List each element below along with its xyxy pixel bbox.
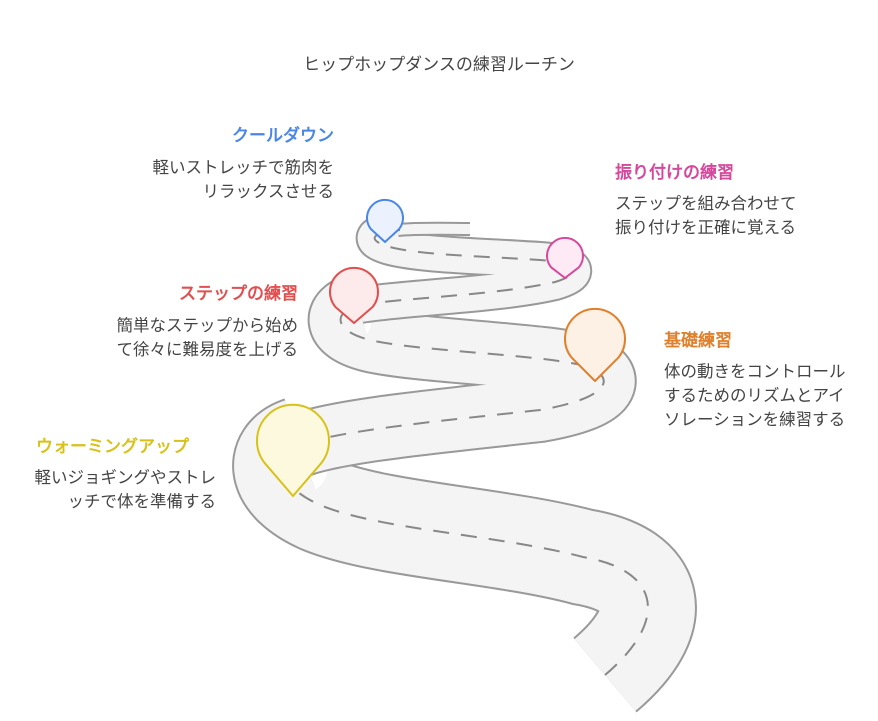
step-description-basics: 体の動きをコントロールするためのリズムとアイソレーションを練習する	[664, 362, 846, 429]
road-surface	[289, 274, 635, 475]
map-pin-icon-steps	[329, 266, 379, 324]
map-pin-icon-cooldown	[366, 198, 404, 243]
road-surface	[397, 223, 471, 235]
step-heading-choreography: 振り付けの練習	[615, 163, 734, 183]
step-description-choreography: ステップを組み合わせて振り付けを正確に覚える	[615, 194, 797, 237]
diagram-title: ヒップホップダンスの練習ルーチン	[303, 55, 575, 75]
step-heading-warmup: ウォーミングアップ	[36, 437, 189, 457]
step-heading-steps: ステップの練習	[179, 284, 298, 304]
map-pin-icon-choreography	[546, 236, 584, 279]
map-pin-icon-warmup	[256, 403, 330, 497]
step-heading-basics: 基礎練習	[664, 331, 732, 351]
step-description-steps: 簡単なステップから始めて徐々に難易度を上げる	[116, 316, 299, 359]
step-description-warmup: 軽いジョギングやストレッチで体を準備する	[34, 468, 217, 511]
map-pin-icon-basics	[564, 307, 626, 382]
step-heading-cooldown: クールダウン	[232, 126, 334, 146]
step-description-cooldown: 軽いストレッチで筋肉をリラックスさせる	[152, 158, 335, 201]
